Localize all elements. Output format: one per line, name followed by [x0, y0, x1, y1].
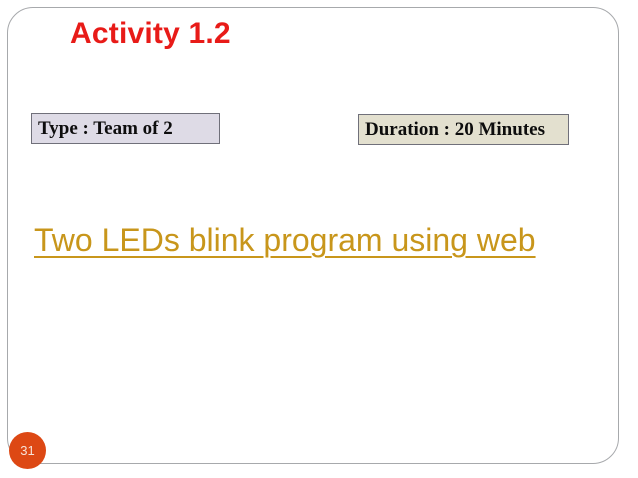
info-box-duration: Duration : 20 Minutes: [358, 114, 569, 145]
activity-task-text: Two LEDs blink program using web: [34, 222, 536, 258]
info-box-type-label: Type : Team of 2: [38, 117, 173, 139]
page-number-badge: 31: [9, 432, 46, 469]
info-box-duration-label: Duration : 20 Minutes: [365, 118, 545, 140]
info-box-type: Type : Team of 2: [31, 113, 220, 144]
page-number-label: 31: [20, 443, 35, 458]
page-title: Activity 1.2: [70, 17, 231, 50]
